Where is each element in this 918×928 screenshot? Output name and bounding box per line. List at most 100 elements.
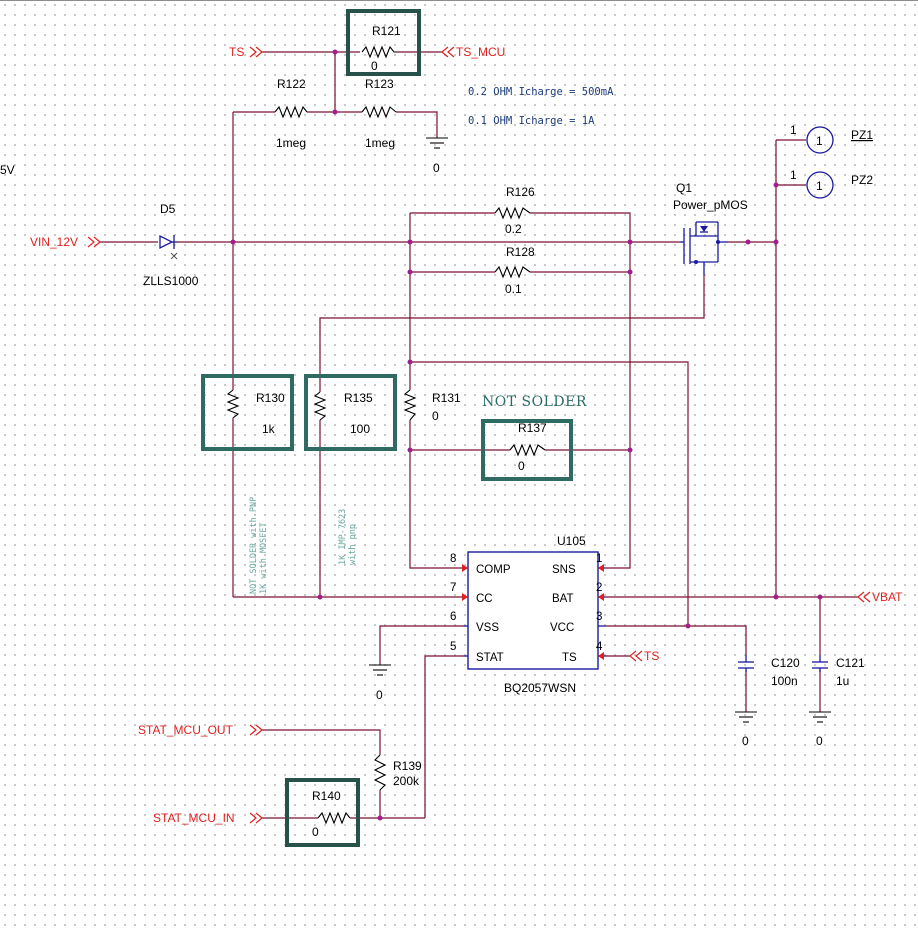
highlight-boxes [201,9,573,847]
r131-value: 0 [432,409,439,423]
r121-zigzag [361,45,398,59]
highlight-r130 [201,374,294,451]
wires [100,51,858,819]
ic-u105-body [462,551,605,670]
r130-zigzag [226,389,240,419]
u105-pin1-num: 1 [596,553,602,565]
r130-ref: R130 [256,391,285,405]
r130-value: 1k [262,422,276,436]
r126-value: 0.2 [505,222,522,236]
u105-pin4-name: TS [562,652,577,664]
net-ts-pin: TS [644,649,659,663]
u105-pin2-num: 2 [596,582,602,594]
note-icharge-500ma: 0.2 OHM Icharge = 500mA [468,86,614,98]
r128-value: 0.1 [505,282,522,296]
note-icharge-1a: 0.1 OHM Icharge = 1A [468,115,595,127]
r131-ref: R131 [432,391,461,405]
r122-zigzag [274,105,308,119]
ground-3 [735,711,757,723]
d5-value: ZLLS1000 [143,274,199,288]
vnote-r130: NOT SOLDER with PNP 1K with MOSFET [249,497,269,594]
net-stat-mcu-in: STAT_MCU_IN [153,811,235,825]
vnote-r135: 1K IMP-7623 with pnp [338,509,358,565]
connector-symbols [806,126,834,199]
r139-ref: R139 [393,759,422,773]
r123-value: 1meg [365,136,395,150]
u105-ref: U105 [557,534,586,548]
r126-ref: R126 [506,185,535,199]
ground-4 [809,711,831,723]
pz2-pin: 1 [790,168,797,182]
diode-d5 [159,234,178,260]
u105-pin2-name: BAT [552,593,574,605]
r137-ref: R137 [518,421,547,435]
ground-4-label: 0 [816,734,823,748]
ground-2-label: 0 [376,688,383,702]
r126-zigzag [494,206,531,220]
u105-pin7-name: CC [476,593,493,605]
r139-value: 200k [393,774,420,788]
d5-ref: D5 [160,202,176,216]
c121-ref: C121 [836,656,865,670]
r140-ref: R140 [312,789,341,803]
u105-pin5-num: 5 [450,641,456,653]
r137-value: 0 [518,459,525,473]
resistor-symbols [226,45,546,825]
u105-pin5-name: STAT [476,652,504,664]
u105-pin8-num: 8 [450,553,456,565]
r135-ref: R135 [344,391,373,405]
pz1-circle [806,126,834,154]
q1-ref: Q1 [676,181,692,195]
net-ts-mcu: TS_MCU [456,45,505,59]
u105-pin3-name: VCC [550,622,574,634]
q1-pmos-symbol [680,221,728,275]
q1-value: Power_pMOS [673,198,748,212]
highlight-r137 [481,419,573,481]
net-ts: TS [229,45,244,59]
r122-value: 1meg [276,136,306,150]
c120-value: 100n [771,674,798,688]
r128-ref: R128 [506,245,535,259]
ground-1-label: 0 [433,161,440,175]
pz2-circle-label: 1 [816,179,823,193]
r128-zigzag [494,265,531,279]
note-not-solder: NOT SOLDER [482,394,587,410]
vnote-r130-line1: NOT SOLDER with PNP [249,497,259,594]
ground-2 [369,664,391,676]
ground-symbols [369,137,831,723]
r122-ref: R122 [277,77,306,91]
u105-pin3-num: 3 [596,611,602,623]
u105-pin8-name: COMP [476,564,511,576]
u105-pin6-num: 6 [450,611,456,623]
r121-value: 0 [371,59,378,73]
vnote-r130-line2: 1K with MOSFET [259,522,269,594]
net-5v: 5V [0,163,15,177]
u105-pin6-name: VSS [476,622,499,634]
r123-zigzag [361,105,397,119]
r135-value: 100 [350,422,370,436]
r121-ref: R121 [372,24,401,38]
c121-value: 1u [836,674,849,688]
ground-1 [426,137,448,149]
r140-zigzag [317,811,351,825]
c120-ref: C120 [771,656,800,670]
pz2-ref: PZ2 [851,173,873,187]
u105-pin1-name: SNS [552,564,576,576]
net-stat-mcu-out: STAT_MCU_OUT [138,723,234,737]
u105-pin7-num: 7 [450,582,456,594]
labels: TS TS_MCU VIN_12V VBAT TS STAT_MCU_OUT S… [0,24,903,839]
u105-part: BQ2057WSN [504,681,576,695]
highlight-r135 [304,374,397,451]
net-vin-12v: VIN_12V [30,235,78,249]
vnote-r135-line1: 1K IMP-7623 [338,509,348,565]
r137-zigzag [509,443,546,457]
top-border [0,0,918,1]
pz1-circle-label: 1 [816,134,823,148]
r140-value: 0 [312,825,319,839]
vnote-r135-line2: with pnp [348,524,358,565]
r135-zigzag [313,391,327,421]
highlight-r140 [285,778,360,847]
ground-3-label: 0 [742,734,749,748]
